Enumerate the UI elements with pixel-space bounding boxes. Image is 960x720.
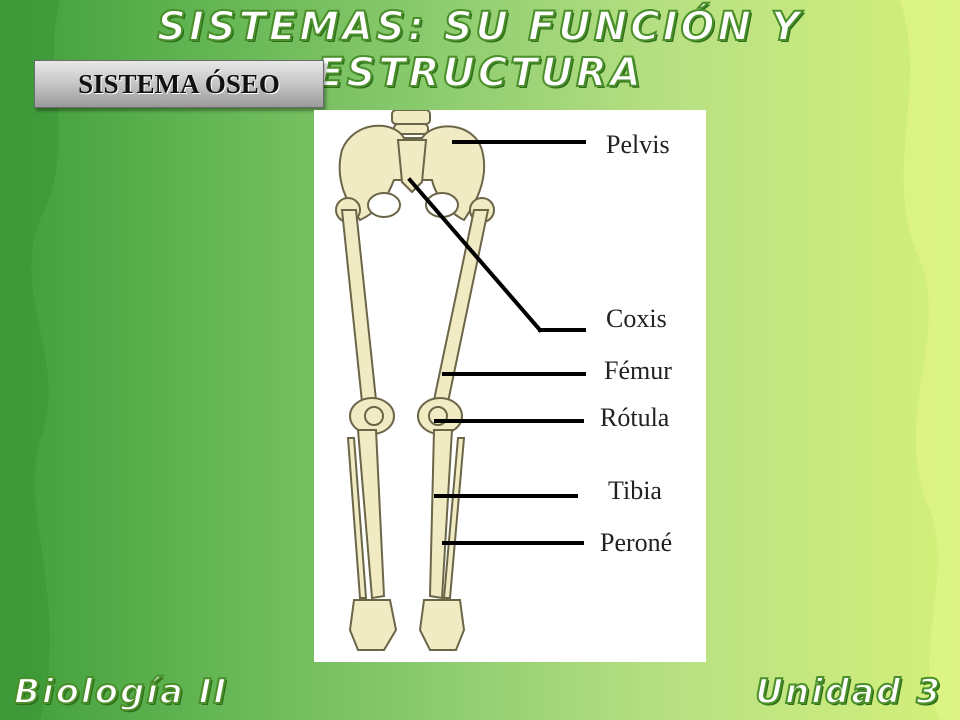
label-rotula: Rótula — [600, 403, 670, 432]
section-badge: SISTEMA ÓSEO — [34, 60, 324, 108]
label-perone: Peroné — [600, 528, 673, 557]
label-tibia: Tibia — [608, 476, 662, 505]
section-title: SISTEMA ÓSEO — [78, 68, 280, 99]
footer-left-title: Biología II — [13, 671, 229, 713]
skeleton-legs-illustration — [335, 110, 586, 651]
label-femur: Fémur — [604, 356, 672, 385]
label-pelvis: Pelvis — [606, 130, 670, 159]
main-title: SISTEMAS: SU FUNCIÓN Y ESTRUCTURA — [156, 3, 803, 97]
footer-right-title: Unidad 3 — [754, 671, 942, 713]
label-coxis: Coxis — [606, 304, 667, 333]
